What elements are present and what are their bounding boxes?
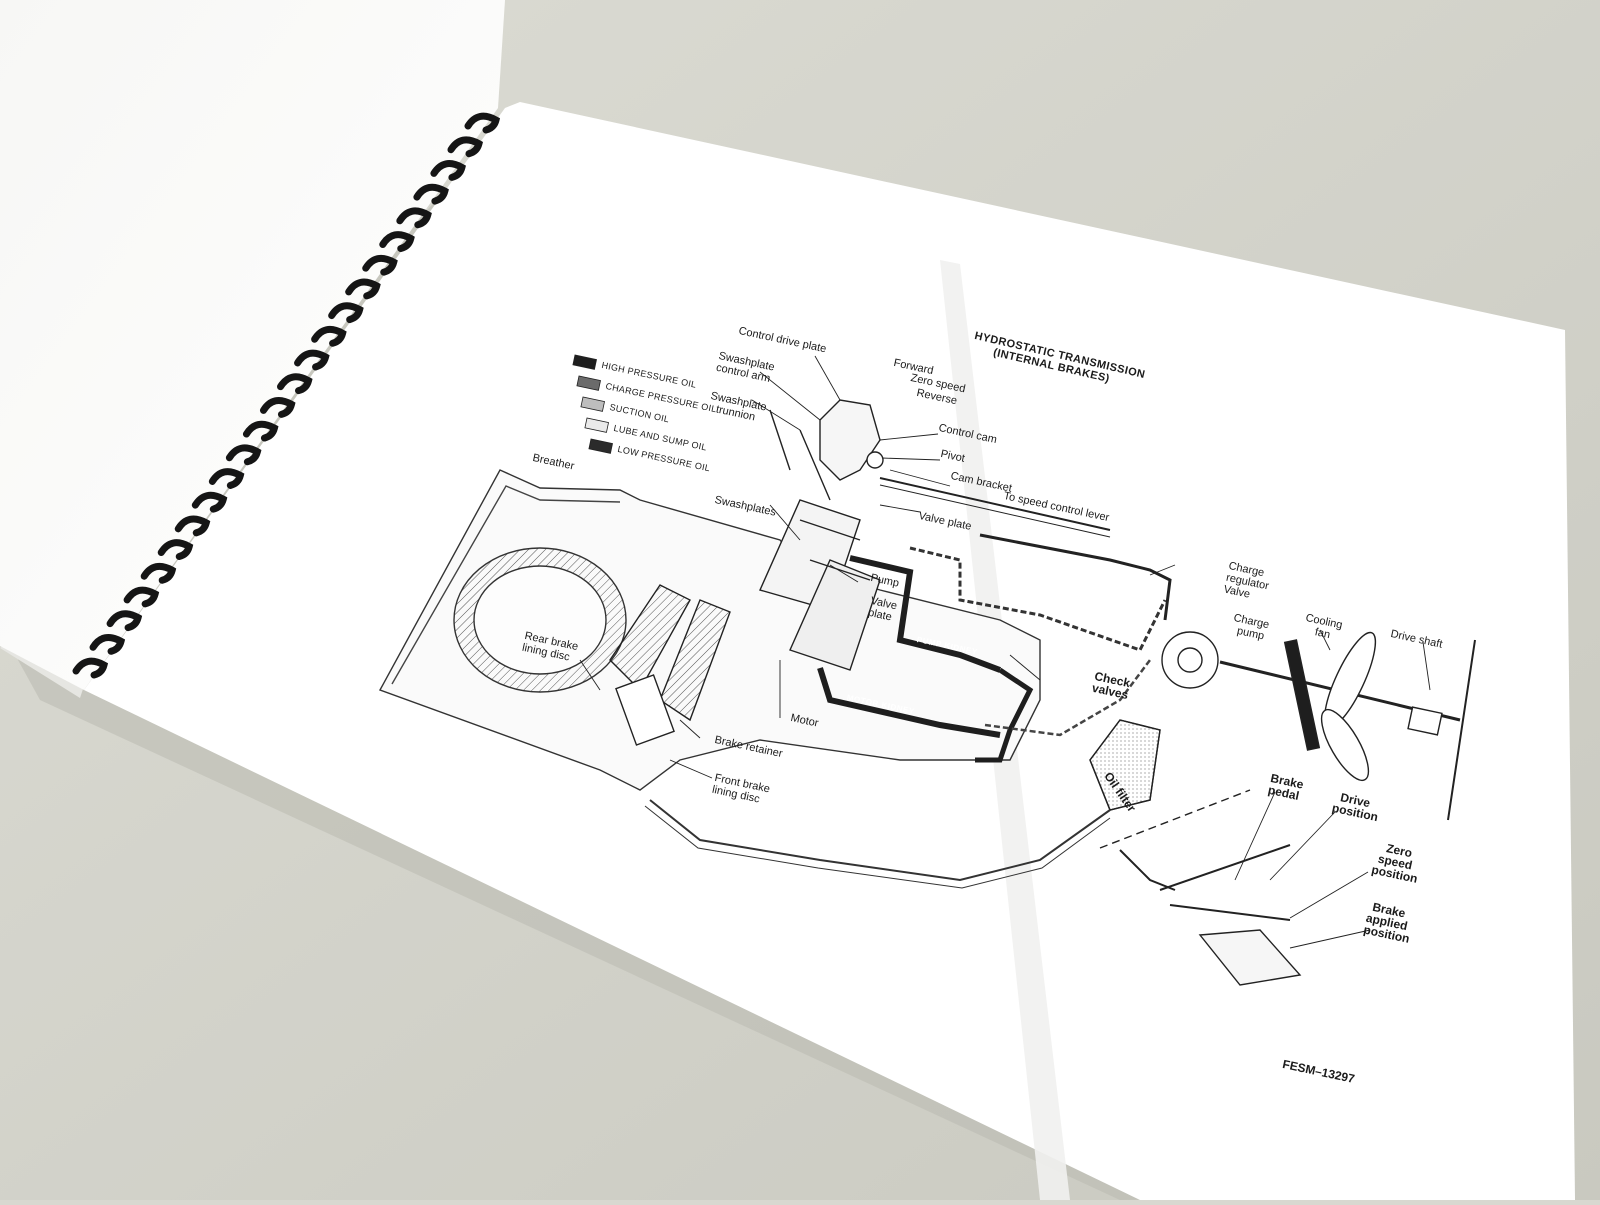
charge-regulator-pipe	[979, 533, 1172, 621]
charge-pump	[1161, 631, 1219, 689]
spiral-binding	[72, 112, 501, 679]
binding-coil	[259, 397, 296, 418]
sump-return-line	[649, 799, 1111, 882]
binding-coil	[345, 278, 381, 300]
leader-lines	[579, 355, 1431, 949]
charge-pressure-line	[909, 546, 1167, 652]
speed-control-rod	[879, 477, 1111, 531]
binding-coil	[311, 325, 347, 347]
binding-coil	[242, 420, 279, 442]
binding-coil	[208, 468, 245, 489]
legend-swatch	[588, 438, 613, 454]
oil-filter-body	[1089, 719, 1161, 811]
binding-coil	[277, 373, 313, 395]
drive-shaft-assembly	[1219, 631, 1476, 821]
brake-pedal-linkage	[1099, 789, 1302, 986]
binding-coil	[72, 657, 109, 679]
binding-coil	[464, 112, 501, 134]
binding-coil	[191, 491, 228, 513]
control-cam-assembly	[769, 399, 884, 501]
binding-coil	[89, 633, 126, 655]
binding-coil	[430, 160, 466, 181]
housing-inner	[391, 485, 621, 685]
motor-kidney-line	[817, 667, 1001, 738]
check-valve-circuit	[975, 667, 1034, 763]
binding-coil	[225, 444, 262, 466]
binding-coil	[362, 254, 398, 276]
legend-swatch	[584, 417, 609, 433]
binding-coil	[413, 183, 449, 205]
binding-coil	[447, 136, 484, 158]
binding-coil	[174, 515, 211, 537]
rear-brake-disc	[453, 547, 627, 693]
legend-swatch	[576, 375, 601, 391]
left-page	[0, 0, 505, 690]
legend-swatch	[572, 354, 597, 370]
legend-swatch	[580, 396, 605, 412]
binding-coil	[106, 610, 143, 632]
binding-coil	[140, 562, 177, 584]
legend-swatches	[572, 354, 613, 454]
pump-kidney-line	[849, 555, 1002, 673]
binding-coil	[328, 302, 364, 324]
label-valve-plate: Valve plate	[867, 595, 899, 624]
pump-motor-block	[759, 499, 881, 671]
label-brake-pedal: Brake pedal	[1266, 771, 1305, 803]
binding-coil	[294, 349, 330, 371]
binding-coil	[379, 231, 415, 252]
binding-coil	[396, 207, 432, 229]
suction-line	[984, 659, 1151, 737]
binding-coil	[123, 586, 160, 608]
transmission-diagram	[378, 355, 1476, 986]
binding-coil	[157, 539, 194, 561]
brake-pack	[609, 584, 731, 746]
